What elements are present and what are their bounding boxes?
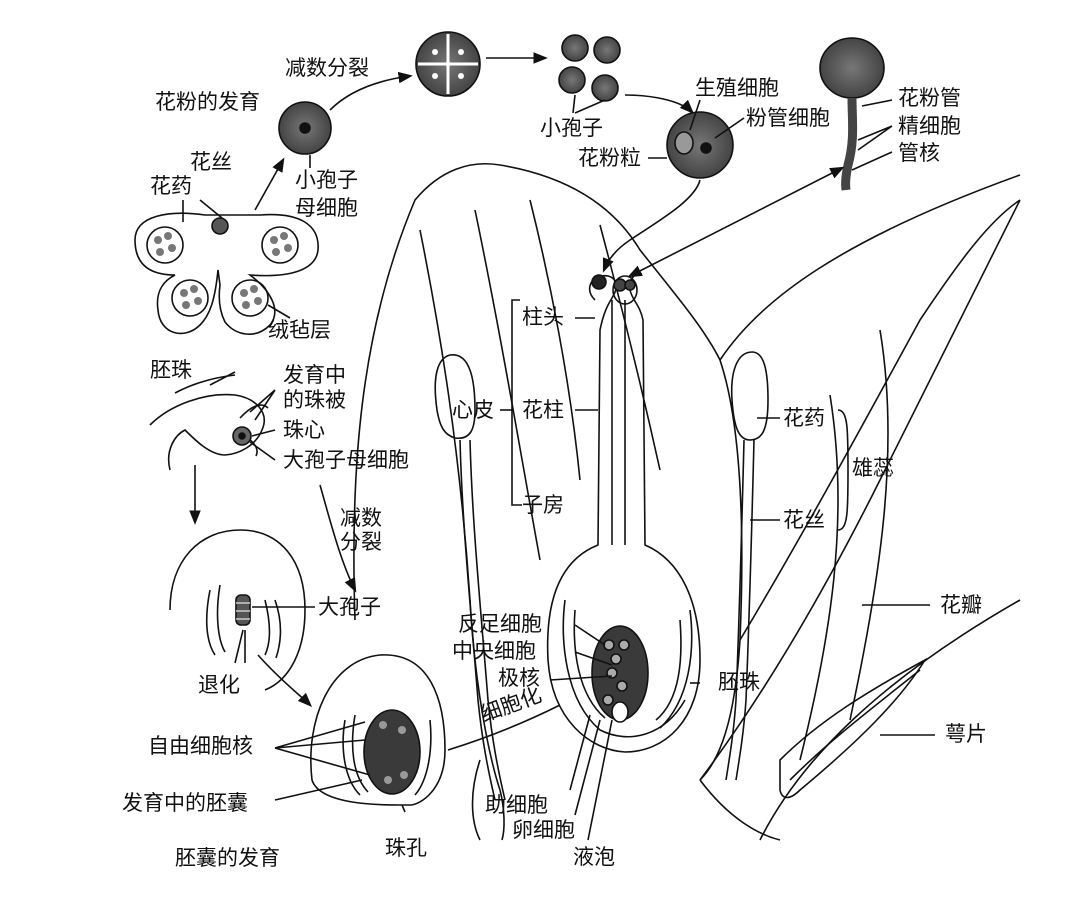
label-sepal: 萼片 — [945, 722, 987, 746]
label-sperm-cells: 精细胞 — [898, 114, 961, 138]
label-stigma: 柱头 — [522, 305, 564, 329]
label-developing-integument-2: 的珠被 — [283, 388, 346, 412]
label-tube-nucleus: 管核 — [898, 141, 940, 165]
label-ovule-top: 胚珠 — [150, 358, 192, 382]
label-anther-top: 花药 — [150, 174, 192, 198]
label-vacuole: 液泡 — [573, 845, 615, 869]
label-microspore-mother-cell-1: 小孢子 — [295, 168, 358, 192]
label-pollen-grain: 花粉粒 — [578, 146, 641, 170]
label-developing-integument-1: 发育中 — [283, 363, 346, 387]
label-petal: 花瓣 — [940, 593, 982, 617]
label-megaspore-mother-cell: 大孢子母细胞 — [283, 448, 409, 472]
label-style: 花柱 — [522, 398, 564, 422]
label-pollen-tube: 花粉管 — [898, 86, 961, 110]
label-ovary: 子房 — [522, 493, 564, 517]
label-free-nuclei: 自由细胞核 — [148, 734, 253, 758]
label-developing-embryo-sac: 发育中的胚囊 — [122, 791, 248, 815]
label-carpel: 心皮 — [452, 398, 494, 422]
label-nucellus: 珠心 — [283, 418, 325, 442]
label-micropyle: 珠孔 — [385, 836, 427, 860]
label-tapetum: 绒毡层 — [268, 318, 331, 342]
label-anther-right: 花药 — [783, 406, 825, 430]
label-egg-cell: 卵细胞 — [512, 818, 575, 842]
label-microspore-mother-cell-2: 母细胞 — [295, 196, 358, 220]
label-megaspore: 大孢子 — [318, 595, 381, 619]
label-meiosis-bottom: 减数分裂 — [340, 506, 382, 555]
anther-cross-section — [134, 212, 319, 335]
label-antipodal-cells: 反足细胞 — [458, 612, 542, 636]
label-microspores: 小孢子 — [540, 116, 603, 140]
label-ovule-right: 胚珠 — [718, 670, 760, 694]
label-filament-top: 花丝 — [190, 150, 232, 174]
label-tube-cell: 粉管细胞 — [746, 106, 830, 130]
label-germ-cell: 生殖细胞 — [695, 76, 779, 100]
label-embryo-sac-development: 胚囊的发育 — [175, 846, 280, 870]
label-filament-right: 花丝 — [783, 508, 825, 532]
label-polar-nuclei: 极核 — [498, 666, 540, 690]
label-pollen-development: 花粉的发育 — [155, 90, 260, 114]
label-synergids: 助细胞 — [485, 793, 548, 817]
label-degenerate: 退化 — [198, 673, 240, 697]
label-meiosis-top: 减数分裂 — [285, 56, 369, 80]
label-stamen: 雄蕊 — [852, 456, 894, 480]
microspore-clusters — [154, 232, 292, 309]
flower-outline — [353, 162, 1021, 841]
label-central-cell: 中央细胞 — [452, 639, 536, 663]
